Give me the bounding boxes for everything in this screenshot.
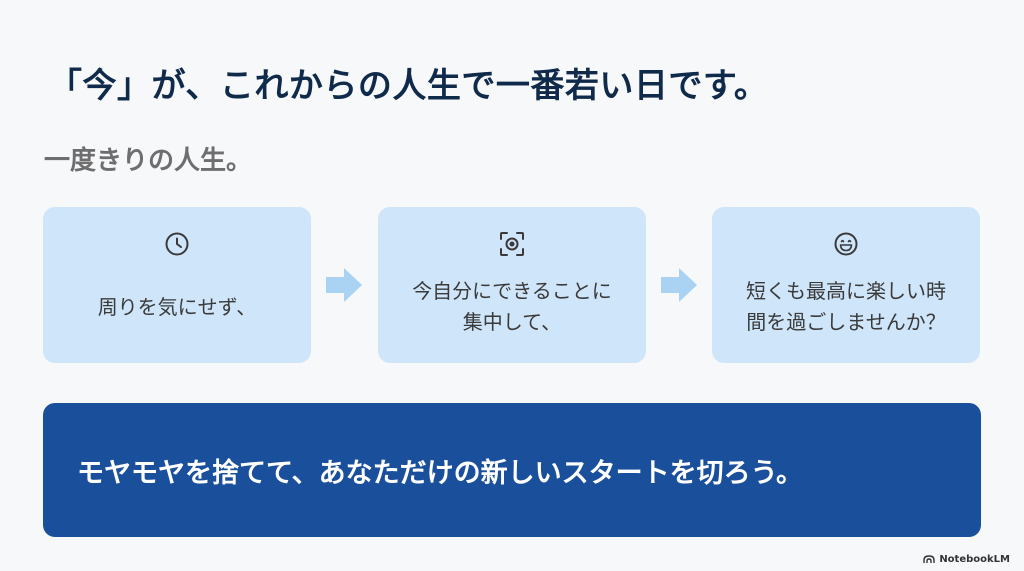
step-card-2: 今自分にできることに 集中して、 — [378, 207, 646, 363]
banner-text: モヤモヤを捨てて、あなただけの新しいスタートを切ろう。 — [77, 457, 804, 489]
step-card-3: 短くも最高に楽しい時 間を過ごしませんか？ — [712, 207, 980, 363]
focus-icon — [378, 229, 646, 259]
arrow-right-icon — [326, 268, 362, 302]
step-text-3: 短くも最高に楽しい時 間を過ごしませんか？ — [746, 279, 946, 334]
brand-name: NotebookLM — [939, 554, 1010, 565]
step-text-1: 周りを気にせず、 — [97, 294, 257, 319]
arrow-right-icon — [661, 268, 697, 302]
call-to-action-banner: モヤモヤを捨てて、あなただけの新しいスタートを切ろう。 — [43, 403, 981, 537]
smile-icon — [712, 229, 980, 259]
step-card-1: 周りを気にせず、 — [43, 207, 311, 363]
page-subtitle: 一度きりの人生。 — [44, 146, 253, 176]
clock-icon — [43, 229, 311, 259]
notebooklm-logo: NotebookLM — [923, 554, 1010, 565]
page-title: 「今」が、これからの人生で一番若い日です。 — [48, 66, 769, 106]
step-text-2: 今自分にできることに 集中して、 — [412, 279, 612, 334]
notebooklm-icon — [923, 555, 936, 563]
